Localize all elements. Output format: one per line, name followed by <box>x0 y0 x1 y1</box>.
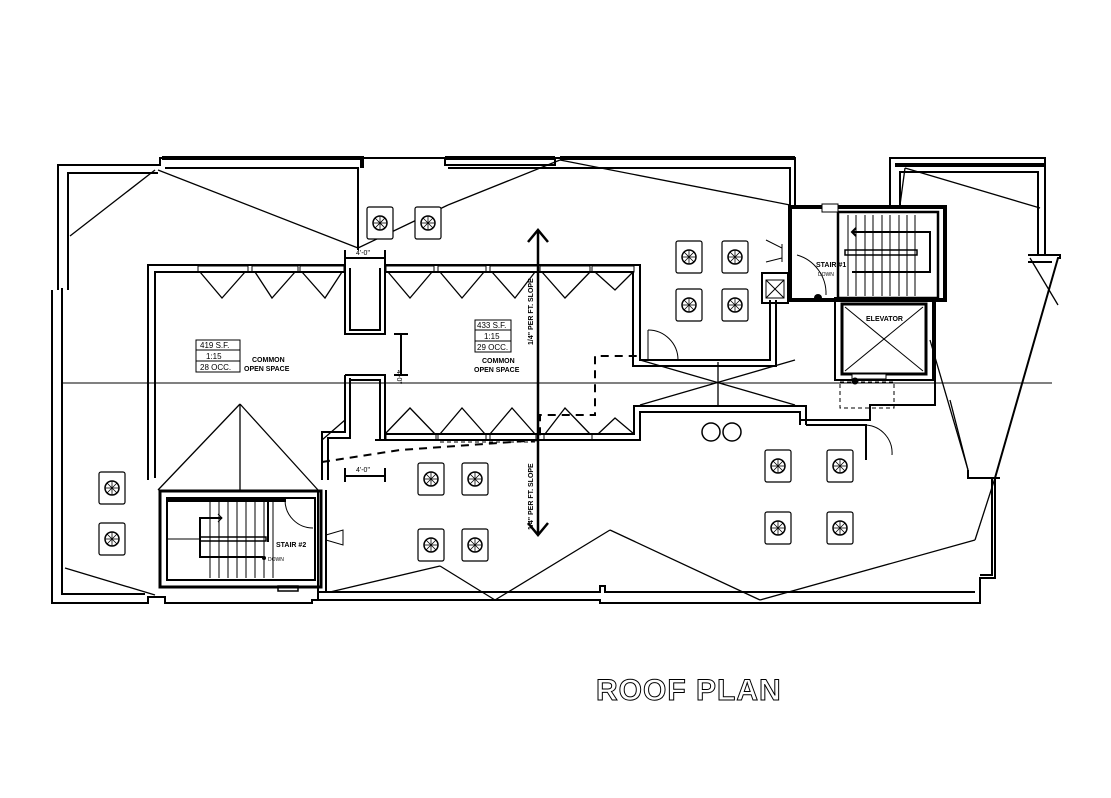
slope-note-south: 1/4" PER FT. SLOPE <box>528 463 535 530</box>
round-units <box>701 422 742 442</box>
fan-unit-icon <box>721 288 749 322</box>
area-sf-east: 433 S.F. <box>477 321 506 330</box>
elevator: ELEVATOR <box>834 297 934 409</box>
area-ratio-west: 1:15 <box>206 352 222 361</box>
fan-unit-icon <box>461 462 489 496</box>
fan-unit-icon <box>675 288 703 322</box>
area-table-east: 433 S.F. 1:15 29 OCC. COMMON OPEN SPACE <box>474 319 520 374</box>
area-table-west: 419 S.F. 1:15 28 OCC. COMMON OPEN SPACE <box>195 339 290 373</box>
stair-1-label: STAIR #1 <box>816 262 846 269</box>
stair-2-direction: DOWN <box>268 557 284 563</box>
stair-2-label: STAIR #2 <box>276 542 306 549</box>
occupancy-west: 28 OCC. <box>200 363 231 372</box>
open-space-label-west: OPEN SPACE <box>244 366 290 373</box>
east-door <box>800 300 936 460</box>
dimension-label-vertical: 4'-0" <box>395 370 402 384</box>
slope-note-north: 1/4" PER FT. SLOPE <box>528 278 535 345</box>
dimension-vertical: 4'-0" <box>394 333 408 384</box>
drawing-title: ROOF PLAN <box>596 674 782 707</box>
stair-1-direction: DOWN <box>818 272 834 278</box>
area-sf-west: 419 S.F. <box>200 341 229 350</box>
fan-unit-icon <box>417 462 445 496</box>
fan-unit-icon <box>764 511 792 545</box>
fan-unit-icon <box>417 528 445 562</box>
dimension-label-top: 4'-0" <box>356 250 370 257</box>
common-space-label-east: COMMON <box>482 358 515 365</box>
rooftop-fan-units <box>98 206 854 562</box>
dimension-label-bottom: 4'-0" <box>356 467 370 474</box>
elevator-label: ELEVATOR <box>866 316 903 323</box>
area-ratio-east: 1:15 <box>484 332 500 341</box>
fan-unit-icon <box>461 528 489 562</box>
fan-unit-icon <box>826 511 854 545</box>
roof-parapet-outline <box>51 156 1061 604</box>
dimension-bottom: 4'-0" <box>344 467 386 482</box>
dimension-top: 4'-0" <box>344 250 386 266</box>
fan-unit-icon <box>721 240 749 274</box>
fan-unit-icon <box>826 449 854 483</box>
common-space-label-west: COMMON <box>252 357 285 364</box>
occupancy-east: 29 OCC. <box>477 343 508 352</box>
fan-unit-icon <box>764 449 792 483</box>
stair-1: STAIR #1 DOWN <box>761 203 947 304</box>
stair-2: STAIR #2 DOWN <box>158 489 344 592</box>
stair-2-treads <box>209 502 274 578</box>
roof-slope-lines <box>62 159 1059 601</box>
open-space-label-east: OPEN SPACE <box>474 367 520 374</box>
common-open-space-west <box>147 264 386 480</box>
fan-unit-icon <box>675 240 703 274</box>
fan-unit-icon <box>414 206 442 240</box>
common-open-space-east <box>321 264 807 463</box>
fan-unit-icon <box>366 206 394 240</box>
slope-arrow: 1/4" PER FT. SLOPE 1/4" PER FT. SLOPE <box>527 228 549 537</box>
fan-unit-icon <box>98 471 126 505</box>
fan-unit-icon <box>98 522 126 556</box>
